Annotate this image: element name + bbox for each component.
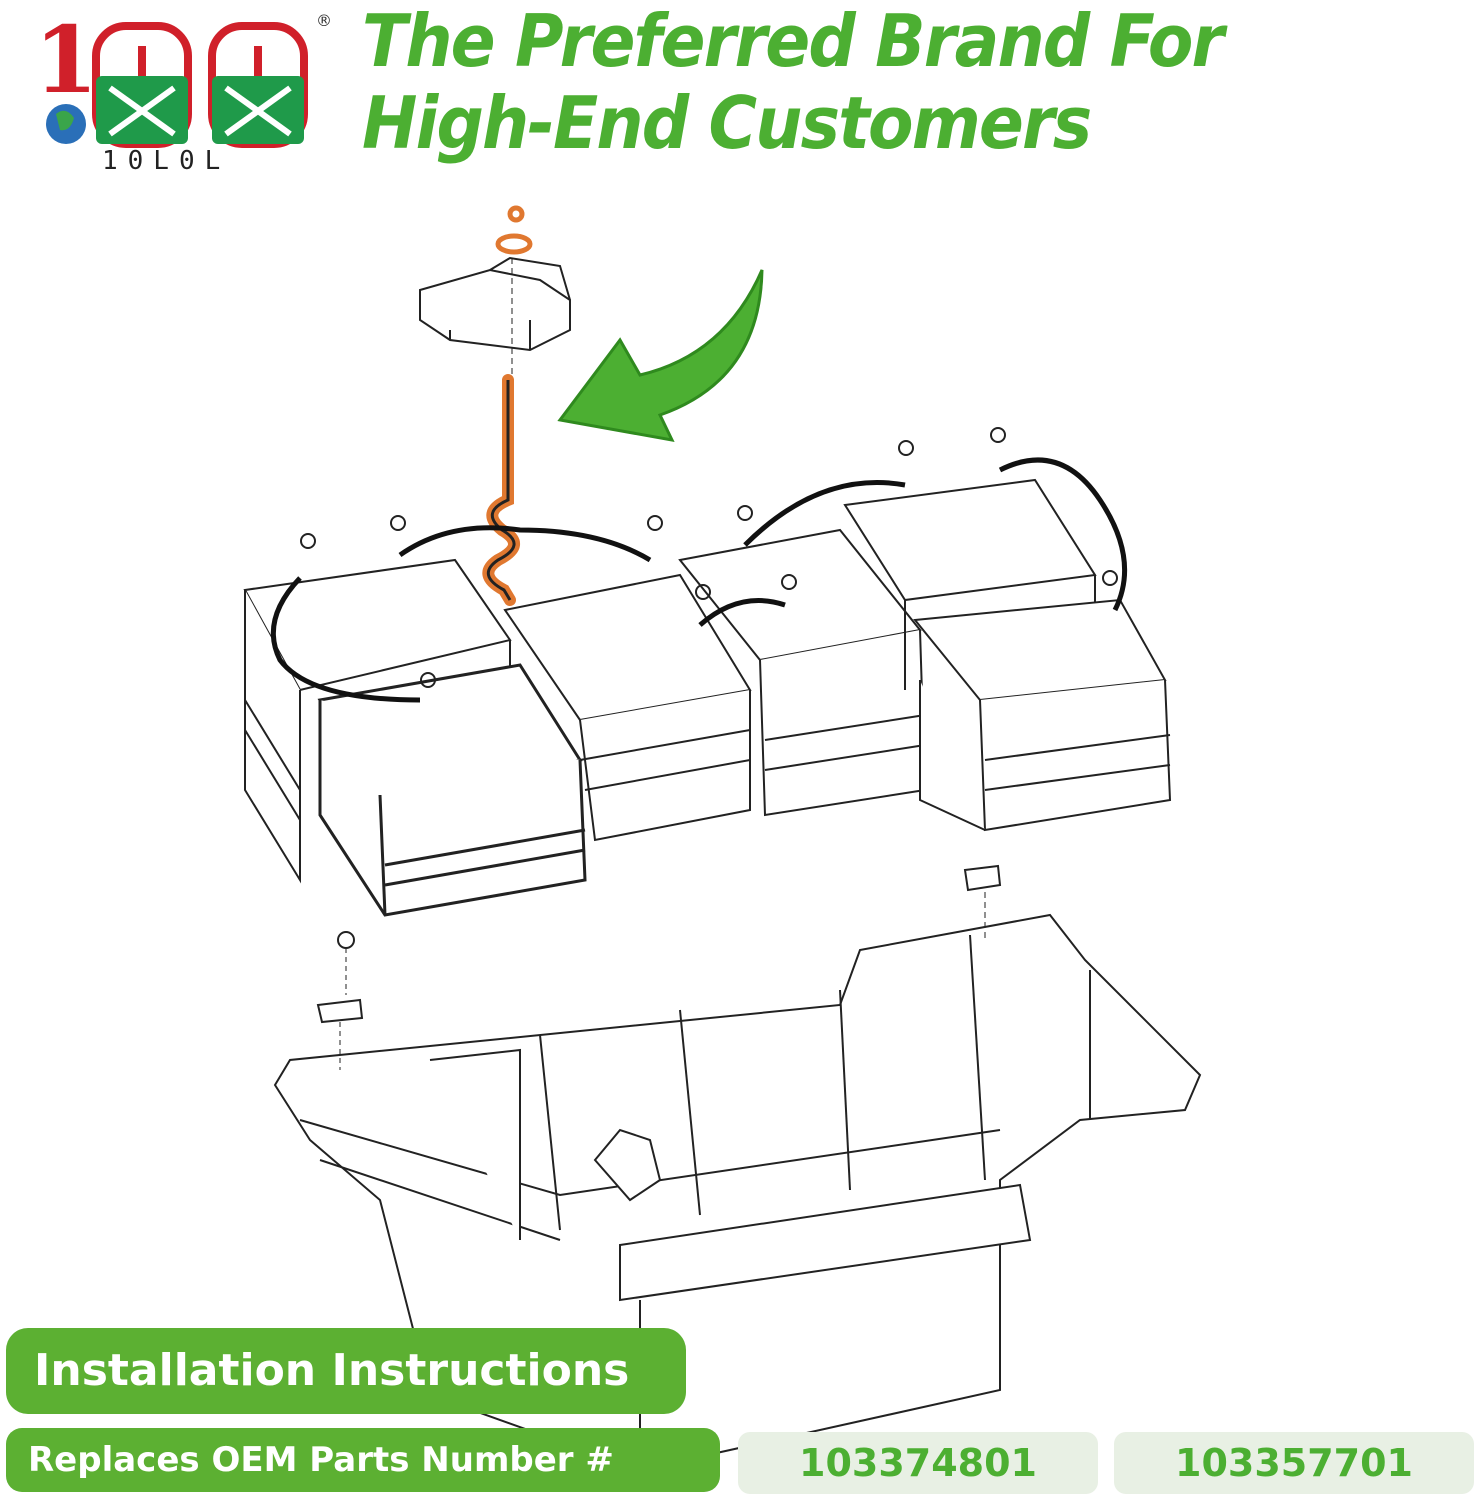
svg-text:1: 1 — [34, 6, 98, 114]
headline: The Preferred Brand For High-End Custome… — [362, 0, 1224, 165]
logo-mark-left — [92, 22, 192, 148]
tray-clamps — [316, 864, 1002, 1070]
part-number-2: 103357701 — [1114, 1432, 1474, 1494]
logo-mark-right — [208, 22, 308, 148]
arrow-icon — [557, 269, 764, 442]
screw-icon — [337, 931, 355, 949]
hold-down-nut — [495, 205, 533, 255]
battery-cables — [270, 457, 1128, 703]
registered-mark: ® — [316, 11, 332, 30]
part-number-1: 103374801 — [738, 1432, 1098, 1494]
installation-diagram — [243, 205, 1202, 1472]
brand-logo: 1 ® — [34, 6, 332, 148]
installation-instructions-badge: Installation Instructions — [6, 1328, 686, 1414]
terminal-nuts — [300, 427, 1118, 688]
oem-parts-badge: Replaces OEM Parts Number # — [6, 1428, 720, 1492]
brand-name: 10L0L — [102, 146, 231, 176]
hold-down-bracket — [419, 256, 571, 352]
